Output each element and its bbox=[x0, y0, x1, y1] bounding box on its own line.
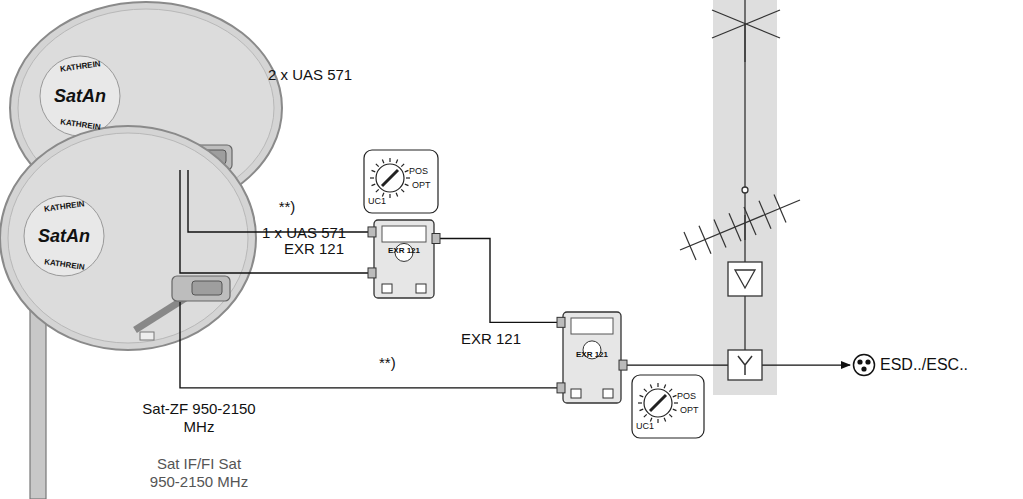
knob-tick bbox=[389, 194, 390, 198]
device-foot bbox=[603, 389, 613, 398]
knob-tick bbox=[372, 170, 376, 172]
combiner-symbol bbox=[728, 350, 762, 380]
knob-tick bbox=[405, 170, 409, 172]
node-label: 1 x UAS 571 bbox=[262, 224, 346, 242]
signal-cable bbox=[180, 170, 368, 273]
switch-position: OPT bbox=[412, 180, 431, 191]
outlet: ESD../ESC.. bbox=[850, 350, 1018, 380]
rotary-switch-callout bbox=[364, 150, 438, 213]
knob-tick bbox=[673, 409, 677, 411]
device-print: EXR 121 bbox=[388, 246, 420, 256]
switch-position: POS bbox=[677, 391, 696, 402]
knob-tick bbox=[372, 184, 376, 186]
knob-tick bbox=[664, 418, 666, 422]
knob-tick bbox=[401, 189, 404, 192]
outlet-symbol bbox=[852, 353, 876, 377]
knob-tick bbox=[644, 389, 647, 392]
device-foot bbox=[571, 389, 581, 398]
f-connector bbox=[368, 268, 376, 278]
signal-cable bbox=[188, 170, 368, 232]
knob-tick bbox=[673, 395, 677, 397]
device-print: EXR 121 bbox=[576, 350, 608, 360]
yagi-element bbox=[684, 232, 696, 260]
signal-cable bbox=[180, 302, 557, 388]
footnote-mark: **) bbox=[377, 354, 398, 372]
device-housing bbox=[374, 220, 434, 298]
yagi-element bbox=[729, 213, 741, 241]
knob-tick bbox=[657, 383, 658, 387]
outlet-pin bbox=[857, 359, 862, 364]
outlet-pin bbox=[865, 359, 870, 364]
node-label: 2 x UAS 571 bbox=[268, 66, 352, 84]
knob-tick bbox=[638, 402, 642, 403]
mast-band bbox=[713, 0, 777, 395]
knob-tick bbox=[669, 414, 672, 417]
amplifier-symbol bbox=[728, 262, 762, 296]
knob-tick bbox=[389, 158, 390, 162]
switch-position: OPT bbox=[680, 405, 699, 416]
knob-tick bbox=[401, 164, 404, 167]
device-body bbox=[368, 218, 440, 300]
frequency-note: Sat-ZF 950-2150 MHz bbox=[140, 400, 258, 436]
device-foot bbox=[416, 284, 426, 293]
knob-tick bbox=[396, 193, 398, 197]
f-connector bbox=[432, 234, 440, 244]
logo-text: SatAn bbox=[38, 225, 90, 247]
yagi-elements bbox=[684, 195, 786, 261]
outlet-pin bbox=[861, 366, 866, 371]
antenna bbox=[680, 0, 800, 262]
yagi-element bbox=[699, 226, 711, 254]
yagi-element bbox=[759, 201, 771, 229]
yagi-element bbox=[774, 195, 786, 223]
device-foot bbox=[382, 284, 392, 293]
knob-tick bbox=[376, 189, 379, 192]
knob-tick bbox=[382, 193, 384, 197]
knob-tick bbox=[644, 414, 647, 417]
lnb-label-group: 1 x UAS 571 bbox=[170, 222, 352, 302]
device-panel bbox=[571, 318, 613, 334]
device-panel bbox=[382, 226, 426, 242]
multiswitch-device: EXR 121 bbox=[368, 218, 440, 300]
rotary-switch-callout bbox=[632, 375, 704, 438]
node-label: EXR 121 bbox=[461, 330, 521, 348]
knob-tick bbox=[669, 389, 672, 392]
logo-text: SatAn bbox=[54, 85, 106, 107]
lnb-label-group: 2 x UAS 571 bbox=[176, 62, 362, 170]
f-connector bbox=[619, 360, 627, 370]
yagi-element bbox=[714, 220, 726, 248]
knob-tick bbox=[640, 409, 644, 411]
knob-tick bbox=[376, 164, 379, 167]
knob-tick bbox=[657, 419, 658, 423]
outlet-ring bbox=[854, 355, 875, 376]
f-connector bbox=[368, 227, 376, 237]
knob-tick bbox=[650, 418, 652, 422]
footnote-mark: **) bbox=[277, 198, 298, 216]
switch-position: UC1 bbox=[636, 421, 654, 432]
switch-position: POS bbox=[409, 166, 428, 177]
knob-tick bbox=[664, 385, 666, 389]
device-housing bbox=[563, 312, 621, 403]
signal-cable bbox=[440, 239, 557, 323]
node-label: EXR 121 bbox=[284, 240, 344, 258]
yagi-element bbox=[744, 207, 756, 235]
f-connector bbox=[557, 383, 565, 393]
node-label: ESD../ESC.. bbox=[880, 356, 968, 374]
frequency-note: Sat IF/FI Sat 950-2150 MHz bbox=[140, 455, 258, 491]
knob-tick bbox=[370, 177, 374, 178]
satellite-dish bbox=[0, 126, 256, 499]
knob-tick bbox=[406, 177, 410, 178]
knob-tick bbox=[674, 402, 678, 403]
knob-tick bbox=[650, 385, 652, 389]
knob-ticks bbox=[370, 158, 678, 423]
f-connector bbox=[557, 317, 565, 327]
switch-position: UC1 bbox=[368, 196, 386, 207]
knob-tick bbox=[396, 160, 398, 164]
knob-tick bbox=[382, 160, 384, 164]
knob-tick bbox=[640, 395, 644, 397]
knob-tick bbox=[405, 184, 409, 186]
